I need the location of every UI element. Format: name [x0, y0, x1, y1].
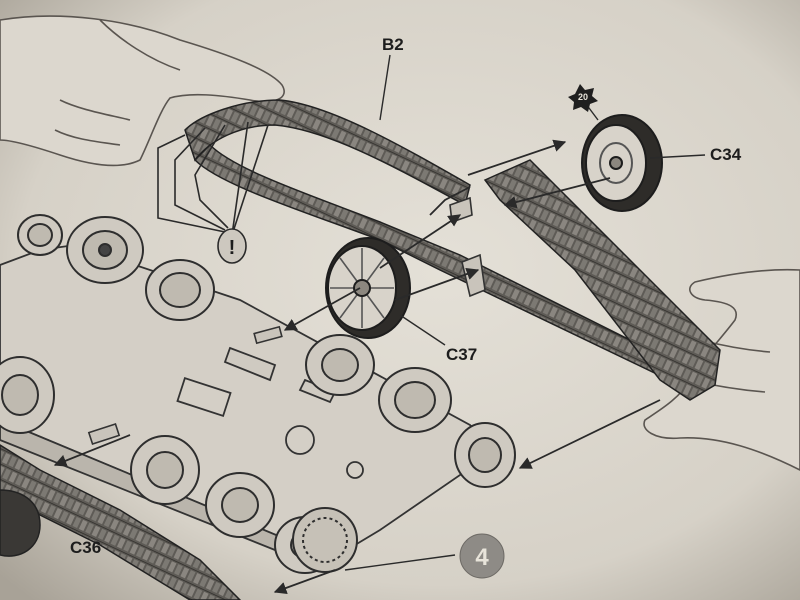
assembly-arrows: [53, 139, 661, 595]
wheel: [378, 367, 452, 433]
idler-wheel-c37: [325, 237, 411, 339]
label-c37: C37: [446, 345, 477, 364]
wheel: [305, 334, 375, 396]
wheel: [454, 422, 516, 488]
leader-lines: [344, 54, 706, 571]
track-right-run: [483, 159, 721, 401]
warning-marker: !: [217, 228, 247, 264]
track-end-piece: [0, 489, 41, 557]
wheel: [0, 356, 55, 434]
wheel: [145, 259, 215, 321]
label-c34: C34: [710, 145, 742, 164]
wheel: [130, 435, 200, 505]
callout-lines: [157, 121, 269, 236]
step-badge: 4: [459, 533, 505, 579]
left-hand-illustration: [0, 15, 285, 167]
wheel-c34: [581, 114, 663, 212]
star-badge: 20: [568, 84, 598, 112]
warning-icon: !: [229, 237, 236, 259]
label-c36: C36: [70, 538, 101, 557]
star-badge-number: 20: [578, 92, 588, 102]
wheel: [205, 472, 275, 538]
step-number: 4: [475, 544, 489, 571]
wheel: [17, 214, 63, 256]
sprocket-wheel: [292, 507, 358, 573]
wheel: [66, 216, 144, 284]
road-wheels: [0, 214, 516, 574]
label-b2: B2: [382, 35, 404, 54]
track-b2: [184, 99, 471, 207]
